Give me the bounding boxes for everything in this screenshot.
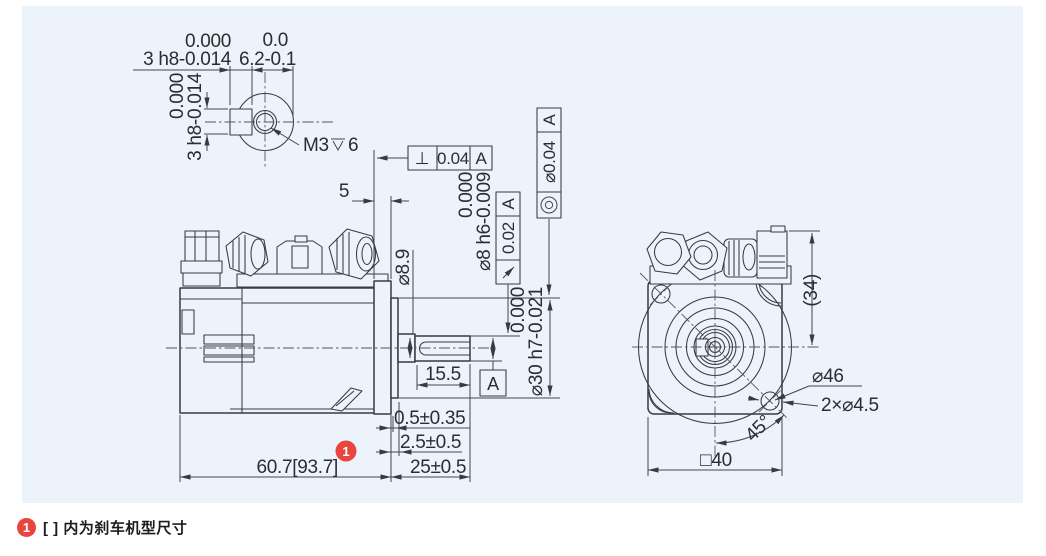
note-text: [ ] 内为刹车机型尺寸 xyxy=(43,520,188,537)
dim-length-stack: 0.5±0.35 2.5±0.5 25±0.5 60.7[93.7] 1 xyxy=(179,402,470,482)
runout-datum: A xyxy=(499,198,518,210)
thread-size: M3 xyxy=(303,135,329,156)
dim-key-width-v-upper-tol: 0.000 xyxy=(167,73,188,119)
dim-step-length-text: 2.5±0.5 xyxy=(400,432,461,453)
note-badge: 1 xyxy=(17,518,36,537)
dim-square-40: □40 xyxy=(647,417,783,476)
dim-height-34-text: (34) xyxy=(801,274,822,307)
front-connectors-linework xyxy=(646,225,792,285)
concentricity-icon xyxy=(540,196,558,214)
concentricity-frame: A ⌀0.04 xyxy=(536,107,562,295)
motor-front-view: (34) ⌀46 2×⌀4.5 45° □40 xyxy=(632,225,879,476)
brake-model-footnote: 1 [ ] 内为刹车机型尺寸 xyxy=(17,517,187,538)
motor-side-view: 5 ⊥ 0.04 A ⌀8.9 0.000 ⌀8 xyxy=(166,107,562,482)
dim-bolt-circle: ⌀46 xyxy=(774,366,862,401)
depth-symbol-icon xyxy=(331,138,345,152)
runout-frame: A 0.02 xyxy=(495,191,521,333)
perpendicularity-icon: ⊥ xyxy=(415,149,430,168)
dim-shaft-dia-main: ⌀8 h6-0.009 xyxy=(474,172,495,271)
dim-mounting-holes-text: 2×⌀4.5 xyxy=(821,395,879,416)
front-centerlines xyxy=(632,270,820,457)
dim-key-width: 3 h8-0.014 xyxy=(143,49,232,70)
dim-height-34: (34) xyxy=(789,230,822,345)
dim-flange-thickness: 5 xyxy=(339,181,349,202)
dim-step-dia: ⌀8.9 xyxy=(393,249,414,358)
dim-bolt-circle-text: ⌀46 xyxy=(812,366,844,387)
output-shaft xyxy=(414,335,471,362)
perpendicularity-datum: A xyxy=(475,149,487,168)
thread-callout: M3 6 xyxy=(270,127,359,156)
dim-gap-text: 0.5±0.35 xyxy=(394,408,465,429)
mounting-flange xyxy=(373,280,392,415)
perpendicularity-frame: ⊥ 0.04 A xyxy=(377,145,493,171)
dim-key-length: 15.5 xyxy=(416,364,471,482)
runout-value: 0.02 xyxy=(499,222,518,254)
datum-a-label: A xyxy=(487,374,499,394)
dim-key-depth-upper-tol: 0.0 xyxy=(262,30,288,51)
dim-shaft-dia-upper-tol: 0.000 xyxy=(456,172,477,218)
detail-centerlines xyxy=(205,72,336,168)
brake-note-badge xyxy=(335,440,357,462)
dim-mounting-holes: 2×⌀4.5 xyxy=(747,395,879,416)
dim-key-width-upper-tol: 0.000 xyxy=(185,31,231,52)
dim-key-length-text: 15.5 xyxy=(425,364,461,385)
dim-pilot-dia: 0.000 ⌀30 h7-0.021 xyxy=(399,287,560,399)
side-connectors-linework xyxy=(180,228,389,288)
dim-key-width-vertical: 0.000 3 h8-0.014 xyxy=(167,72,206,161)
detail-dim-lines xyxy=(133,66,294,151)
dim-pilot-dia-upper-tol: 0.000 xyxy=(508,287,529,333)
circular-runout-icon xyxy=(502,266,515,279)
shaft-end-detail-view: 0.000 3 h8-0.014 0.0 6.2-0.1 0.000 3 h8-… xyxy=(133,30,359,168)
mounting-holes xyxy=(639,272,790,421)
dim-shaft-dia: 0.000 ⌀8 h6-0.009 A xyxy=(456,172,520,397)
dim-flange-thickness-lines xyxy=(352,150,409,279)
concentricity-datum: A xyxy=(540,114,559,126)
dim-body-length-text: 60.7[93.7] xyxy=(256,457,338,478)
front-keyway xyxy=(695,338,709,357)
brake-note-badge-number: 1 xyxy=(342,444,349,459)
thread-depth: 6 xyxy=(348,135,358,156)
dim-shaft-length-text: 25±0.5 xyxy=(410,457,466,478)
dim-key-width-v-main: 3 h8-0.014 xyxy=(185,72,206,161)
dim-square-40-text: □40 xyxy=(700,450,732,471)
dim-pilot-dia-main: ⌀30 h7-0.021 xyxy=(526,287,547,396)
datum-a-box xyxy=(479,369,507,397)
dim-step-dia-text: ⌀8.9 xyxy=(393,249,414,286)
keyway-slot xyxy=(418,341,427,356)
perpendicularity-value: 0.04 xyxy=(437,149,469,168)
concentricity-value: ⌀0.04 xyxy=(540,141,559,183)
flange-cutout xyxy=(330,387,363,412)
dim-key-depth: 6.2-0.1 xyxy=(239,49,296,70)
